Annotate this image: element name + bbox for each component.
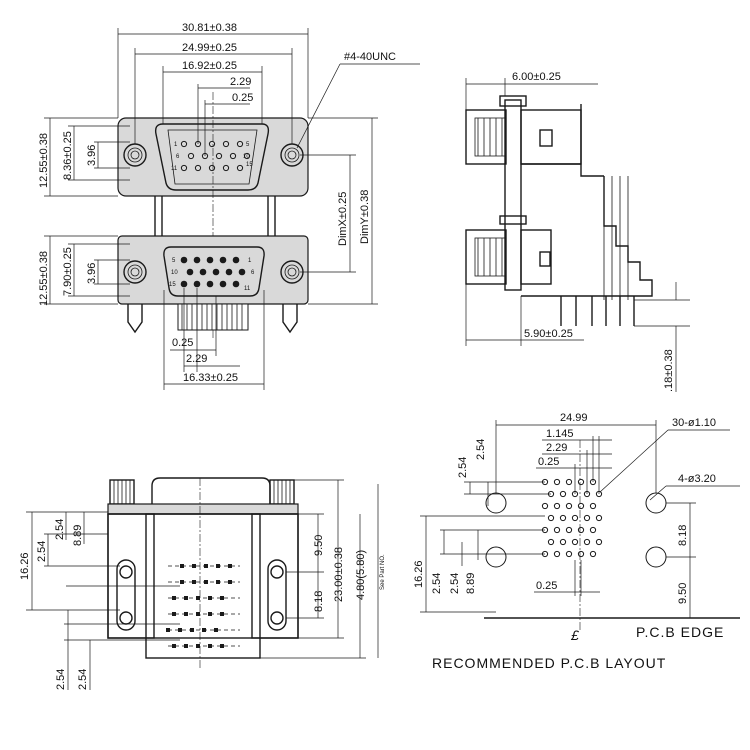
dim-upper-a: 8.36±0.25 — [62, 131, 74, 180]
side-dim-top: 6.00±0.25 — [512, 71, 561, 83]
bv-dim-g: 4.80(5.80) — [355, 550, 367, 600]
bottom-view-slots — [116, 559, 287, 631]
bottom-view: 16.26 2.54 2.54 8.89 2.54 2.54 9.50 8.18… — [19, 477, 386, 690]
right-boardlock — [282, 304, 298, 334]
dim-upper-b: 3.96 — [86, 145, 98, 166]
lower-d-shell — [163, 246, 265, 297]
pcb-dim-1145: 1.145 — [546, 428, 574, 440]
dim-upper-height: 12.55±0.38 — [38, 133, 50, 188]
dim-overall-width: 30.81±0.38 — [182, 22, 237, 34]
pcb-centerline-symbol: £ — [570, 627, 580, 643]
pcb-dim-254-c: 2.54 — [431, 573, 443, 594]
dim-y: DimY±0.38 — [359, 190, 371, 244]
pcb-dim-229: 2.29 — [546, 442, 567, 454]
upper-pin-label-11: 11 — [171, 166, 178, 172]
bv-dim-c: 8.89 — [72, 525, 84, 546]
mount-hole-icon — [645, 492, 667, 514]
bv-see-part: See Part NO. — [380, 554, 386, 590]
pcb-dim-889: 8.89 — [465, 573, 477, 594]
lower-pin-label-6: 6 — [251, 270, 255, 276]
pcb-edge-label: P.C.B EDGE — [636, 624, 724, 640]
upper-pin-label-15: 15 — [246, 162, 253, 168]
bv-dim-e: 8.18 — [313, 591, 325, 612]
mount-hole-icon — [645, 546, 667, 568]
lower-pin-label-5: 5 — [172, 258, 176, 264]
upper-d-shell — [154, 123, 270, 191]
dim-flange-width: 24.99±0.25 — [182, 42, 237, 54]
pcb-caption: RECOMMENDED P.C.B LAYOUT — [432, 655, 666, 671]
dim-bottom-shell: 16.33±0.25 — [183, 372, 238, 384]
bottom-view-pins — [166, 564, 240, 648]
dim-pitch-bottom: 2.29 — [186, 353, 207, 365]
thread-note: #4-40UNC — [344, 51, 396, 63]
pcb-dim-025-top: 0.25 — [538, 456, 559, 468]
dim-lower-a: 7.90±0.25 — [62, 247, 74, 296]
lower-pin-label-1: 1 — [248, 258, 252, 264]
mount-hole-icon — [485, 492, 507, 514]
bv-dim-a: 2.54 — [36, 541, 48, 562]
dim-lower-b: 3.96 — [86, 263, 98, 284]
pcb-dim-holes: 30-ø1.10 — [672, 417, 716, 429]
dim-top-shell: 16.92±0.25 — [182, 60, 237, 72]
dim-offset-top: 0.25 — [232, 92, 253, 104]
front-tail-pins — [177, 303, 249, 331]
dim-offset-bottom: 0.25 — [172, 337, 193, 349]
front-view: 1 5 6 10 11 15 5 1 10 6 15 11 — [38, 22, 420, 390]
lower-pins — [180, 256, 246, 288]
side-dim-bottom: 5.90±0.25 — [524, 328, 573, 340]
upper-pin-label-6: 6 — [176, 154, 180, 160]
bv-dim-bottom-a: 2.54 — [55, 669, 67, 690]
pcb-dim-254-b: 2.54 — [475, 439, 487, 460]
pcb-dim-950: 9.50 — [677, 583, 689, 604]
bv-dim-b: 2.54 — [54, 519, 66, 540]
dim-pitch-top: 2.29 — [230, 76, 251, 88]
bv-dim-f: 23.00±0.38 — [333, 547, 345, 602]
upper-pin-label-1: 1 — [174, 142, 178, 148]
bv-dim-total-height: 16.26 — [19, 552, 31, 580]
dim-x: DimX±0.25 — [337, 192, 349, 246]
upper-pin-label-10: 10 — [243, 154, 250, 160]
pcb-layout: 24.99 30-ø1.10 1.145 2.29 0.25 4-ø3.20 2… — [413, 412, 740, 671]
lower-pin-label-10: 10 — [171, 270, 178, 276]
pcb-dim-254-d: 2.54 — [449, 573, 461, 594]
lower-pin-label-15: 15 — [169, 282, 176, 288]
pcb-dim-025-bottom: 0.25 — [536, 580, 557, 592]
mount-hole-icon — [485, 546, 507, 568]
upper-d-inner — [167, 129, 258, 185]
pcb-dim-254-a: 2.54 — [457, 457, 469, 478]
pcb-pin-holes — [541, 478, 603, 558]
upper-pin-label-5: 5 — [246, 142, 250, 148]
side-dim-pin: .18±0.38 — [663, 349, 675, 392]
side-view: 6.00±0.25 5.90±0.25 .18±0.38 — [465, 71, 690, 392]
pcb-dim-818: 8.18 — [677, 525, 689, 546]
pcb-dim-mount: 4-ø3.20 — [678, 473, 716, 485]
lower-pin-label-11: 11 — [244, 286, 251, 292]
bv-dim-bottom-b: 2.54 — [77, 669, 89, 690]
lower-left-screw-icon — [123, 260, 147, 284]
pcb-dim-1626: 16.26 — [413, 560, 425, 588]
pcb-dim-width: 24.99 — [560, 412, 588, 424]
left-boardlock — [127, 304, 143, 334]
bv-dim-d: 9.50 — [313, 535, 325, 556]
dim-lower-height: 12.55±0.38 — [38, 251, 50, 306]
